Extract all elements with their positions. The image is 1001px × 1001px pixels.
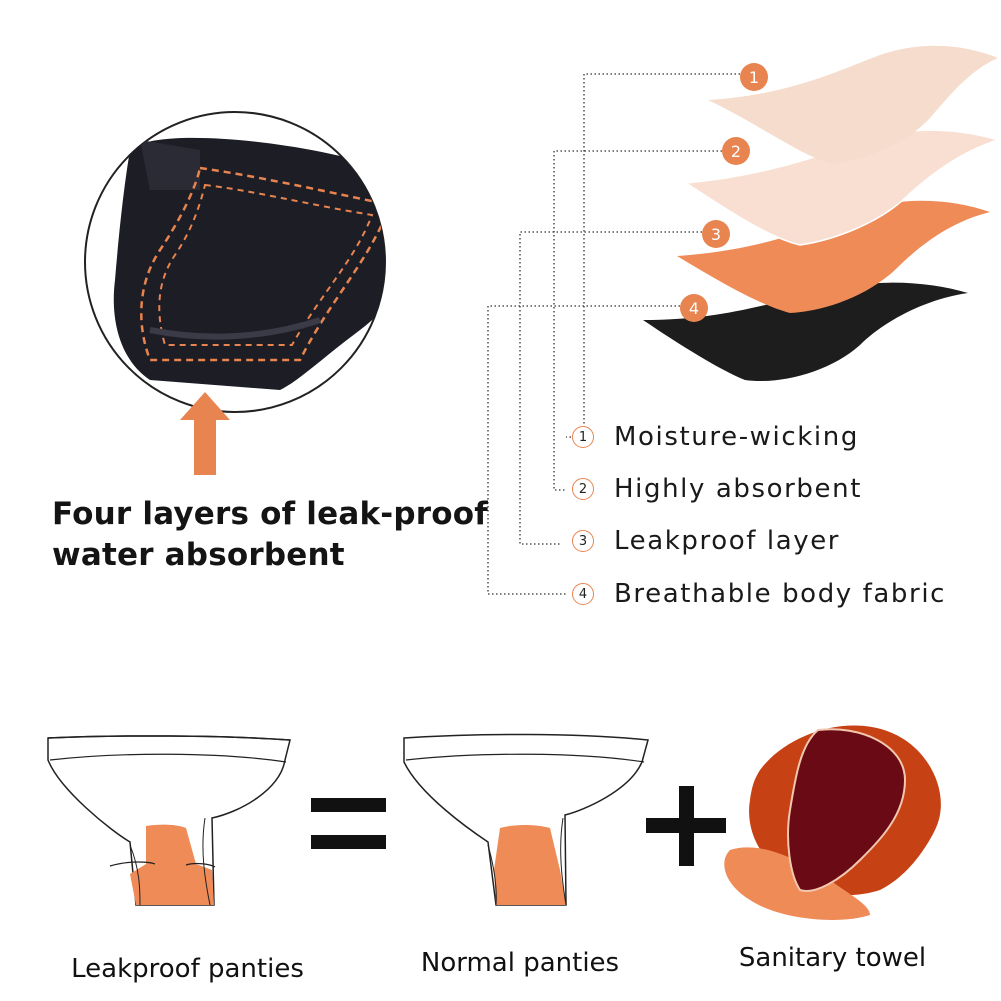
layer-2-badge: 2	[722, 137, 750, 165]
equals-sign	[311, 798, 386, 849]
normal-panties-caption: Normal panties	[420, 948, 620, 978]
leakproof-panties-illustration	[47, 735, 291, 906]
layer-4-badge: 4	[680, 294, 708, 322]
headline: Four layers of leak-proof water absorben…	[52, 494, 512, 576]
layer-3-number: 3	[572, 530, 594, 552]
layer-4-number: 4	[572, 583, 594, 605]
layer-legend-item-1: 1 Moisture-wicking	[572, 422, 859, 452]
layer-1-label: Moisture-wicking	[614, 422, 859, 452]
layer-3-badge-number: 3	[710, 224, 722, 244]
layer-4-badge-number: 4	[688, 298, 700, 318]
layer-1-badge-number: 1	[748, 67, 760, 87]
normal-panties-illustration	[403, 733, 649, 906]
layer-4-sheet	[643, 282, 968, 382]
layer-legend-item-2: 2 Highly absorbent	[572, 474, 862, 504]
layer-legend-item-3: 3 Leakproof layer	[572, 526, 840, 556]
layer-2-badge-number: 2	[730, 141, 742, 161]
layer-1-number: 1	[572, 426, 594, 448]
sanitary-towel-illustration	[724, 725, 941, 920]
headline-line-2: water absorbent	[52, 537, 345, 573]
up-arrow-icon	[180, 392, 230, 475]
layer-2-number: 2	[572, 478, 594, 500]
layer-3-badge: 3	[702, 220, 730, 248]
layer-3-sheet	[677, 200, 990, 313]
headline-line-1: Four layers of leak-proof	[52, 496, 488, 532]
sanitary-towel-caption: Sanitary towel	[738, 943, 927, 973]
layer-legend-item-4: 4 Breathable body fabric	[572, 579, 946, 609]
garment-closeup	[84, 111, 386, 413]
layer-1-sheet	[708, 45, 998, 164]
layer-4-label: Breathable body fabric	[614, 579, 947, 609]
plus-sign	[646, 786, 726, 866]
layer-2-label: Highly absorbent	[614, 474, 862, 504]
leakproof-panties-caption: Leakproof panties	[71, 954, 304, 984]
layer-3-label: Leakproof layer	[614, 526, 841, 556]
layer-1-badge: 1	[740, 63, 768, 91]
